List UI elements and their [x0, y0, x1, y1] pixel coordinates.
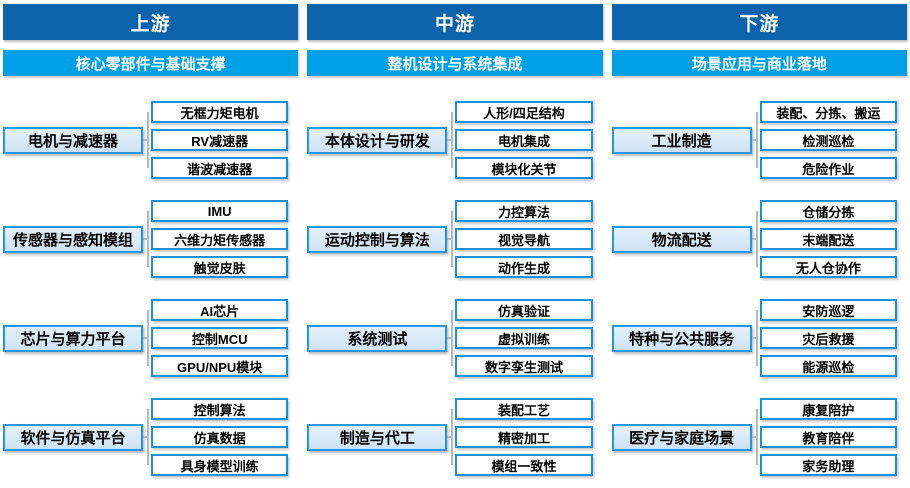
column-subtitle-upstream: 核心零部件与基础支撑	[3, 50, 299, 76]
group-manufacturing-oem: 制造与代工 装配工艺 精密加工 模组一致性	[307, 398, 593, 476]
item-box: 电机集成	[455, 129, 593, 151]
column-midstream: 中游 整机设计与系统集成 本体设计与研发 人形/四足结构 电机集成 模块化关节 …	[307, 4, 603, 476]
item-box: 装配、分拣、搬运	[759, 101, 897, 123]
item-box: 力控算法	[455, 200, 593, 222]
column-upstream: 上游 核心零部件与基础支撑 电机与减速器 无框力矩电机 RV减速器 谐波减速器 …	[3, 4, 299, 476]
category-box: 特种与公共服务	[611, 324, 752, 352]
item-box: 安防巡逻	[759, 299, 897, 321]
item-box: 控制算法	[151, 398, 289, 420]
item-box: 精密加工	[455, 426, 593, 448]
category-box: 电机与减速器	[3, 126, 143, 154]
group-software-simulation: 软件与仿真平台 控制算法 仿真数据 具身模型训练	[3, 398, 289, 476]
item-box: 末端配送	[759, 228, 897, 250]
item-box: 家务助理	[759, 454, 897, 476]
connector-bracket	[751, 101, 760, 179]
connector-bracket	[751, 398, 760, 476]
item-box: AI芯片	[151, 299, 289, 321]
item-box: 危险作业	[759, 157, 897, 179]
item-box: 人形/四足结构	[455, 101, 593, 123]
item-box: 仿真验证	[455, 299, 593, 321]
item-box: 教育陪伴	[759, 426, 897, 448]
group-sensor-perception: 传感器与感知模组 IMU 六维力矩传感器 触觉皮肤	[3, 200, 289, 278]
category-box: 制造与代工	[307, 423, 448, 451]
connector-bracket	[143, 101, 151, 179]
column-subtitle-midstream: 整机设计与系统集成	[307, 50, 603, 76]
category-box: 软件与仿真平台	[3, 423, 143, 451]
group-motor-reducer: 电机与减速器 无框力矩电机 RV减速器 谐波减速器	[3, 101, 289, 179]
item-box: 无框力矩电机	[151, 101, 289, 123]
column-header-downstream: 下游	[611, 4, 907, 40]
item-box: 模块化关节	[455, 157, 593, 179]
category-box: 工业制造	[611, 126, 752, 154]
item-box: 谐波减速器	[151, 157, 289, 179]
category-box: 医疗与家庭场景	[611, 423, 752, 451]
groups-downstream: 工业制造 装配、分拣、搬运 检测巡检 危险作业 物流配送 仓储分拣 末端配送 无…	[611, 101, 907, 476]
group-industrial-manufacturing: 工业制造 装配、分拣、搬运 检测巡检 危险作业	[611, 101, 897, 179]
group-medical-home: 医疗与家庭场景 康复陪护 教育陪伴 家务助理	[611, 398, 897, 476]
connector-bracket	[143, 398, 151, 476]
connector-bracket	[447, 398, 455, 476]
item-box: 数字孪生测试	[455, 355, 593, 377]
item-box: 灾后救援	[759, 327, 897, 349]
column-header-upstream: 上游	[3, 4, 299, 40]
item-box: 六维力矩传感器	[151, 228, 289, 250]
item-box: 视觉导航	[455, 228, 593, 250]
group-chip-compute: 芯片与算力平台 AI芯片 控制MCU GPU/NPU模块	[3, 299, 289, 377]
item-box: GPU/NPU模块	[151, 355, 289, 377]
item-box: 仿真数据	[151, 426, 289, 448]
category-box: 系统测试	[307, 324, 448, 352]
connector-bracket	[751, 200, 760, 278]
connector-bracket	[751, 299, 760, 377]
group-body-design: 本体设计与研发 人形/四足结构 电机集成 模块化关节	[307, 101, 593, 179]
item-box: RV减速器	[151, 129, 289, 151]
item-box: 模组一致性	[455, 454, 593, 476]
category-box: 传感器与感知模组	[3, 225, 143, 253]
category-box: 本体设计与研发	[307, 126, 448, 154]
connector-bracket	[447, 101, 455, 179]
groups-upstream: 电机与减速器 无框力矩电机 RV减速器 谐波减速器 传感器与感知模组 IMU 六…	[3, 101, 298, 476]
item-box: IMU	[151, 200, 289, 222]
group-special-public-service: 特种与公共服务 安防巡逻 灾后救援 能源巡检	[611, 299, 897, 377]
item-box: 控制MCU	[151, 327, 289, 349]
group-motion-control: 运动控制与算法 力控算法 视觉导航 动作生成	[307, 200, 593, 278]
connector-bracket	[447, 200, 455, 278]
group-system-test: 系统测试 仿真验证 虚拟训练 数字孪生测试	[307, 299, 593, 377]
column-downstream: 下游 场景应用与商业落地 工业制造 装配、分拣、搬运 检测巡检 危险作业 物流配…	[611, 4, 907, 476]
item-box: 检测巡检	[759, 129, 897, 151]
column-header-midstream: 中游	[307, 4, 603, 40]
category-box: 运动控制与算法	[307, 225, 448, 253]
column-subtitle-downstream: 场景应用与商业落地	[611, 50, 907, 76]
item-box: 装配工艺	[455, 398, 593, 420]
item-box: 无人仓协作	[759, 256, 897, 278]
category-box: 芯片与算力平台	[3, 324, 143, 352]
industry-chain-diagram: 上游 核心零部件与基础支撑 电机与减速器 无框力矩电机 RV减速器 谐波减速器 …	[3, 4, 907, 476]
connector-bracket	[143, 299, 151, 377]
item-box: 触觉皮肤	[151, 256, 289, 278]
connector-bracket	[143, 200, 151, 278]
group-logistics-delivery: 物流配送 仓储分拣 末端配送 无人仓协作	[611, 200, 897, 278]
category-box: 物流配送	[611, 225, 752, 253]
groups-midstream: 本体设计与研发 人形/四足结构 电机集成 模块化关节 运动控制与算法 力控算法 …	[307, 101, 602, 476]
item-box: 动作生成	[455, 256, 593, 278]
item-box: 康复陪护	[759, 398, 897, 420]
item-box: 虚拟训练	[455, 327, 593, 349]
item-box: 具身模型训练	[151, 454, 289, 476]
item-box: 能源巡检	[759, 355, 897, 377]
item-box: 仓储分拣	[759, 200, 897, 222]
connector-bracket	[447, 299, 455, 377]
